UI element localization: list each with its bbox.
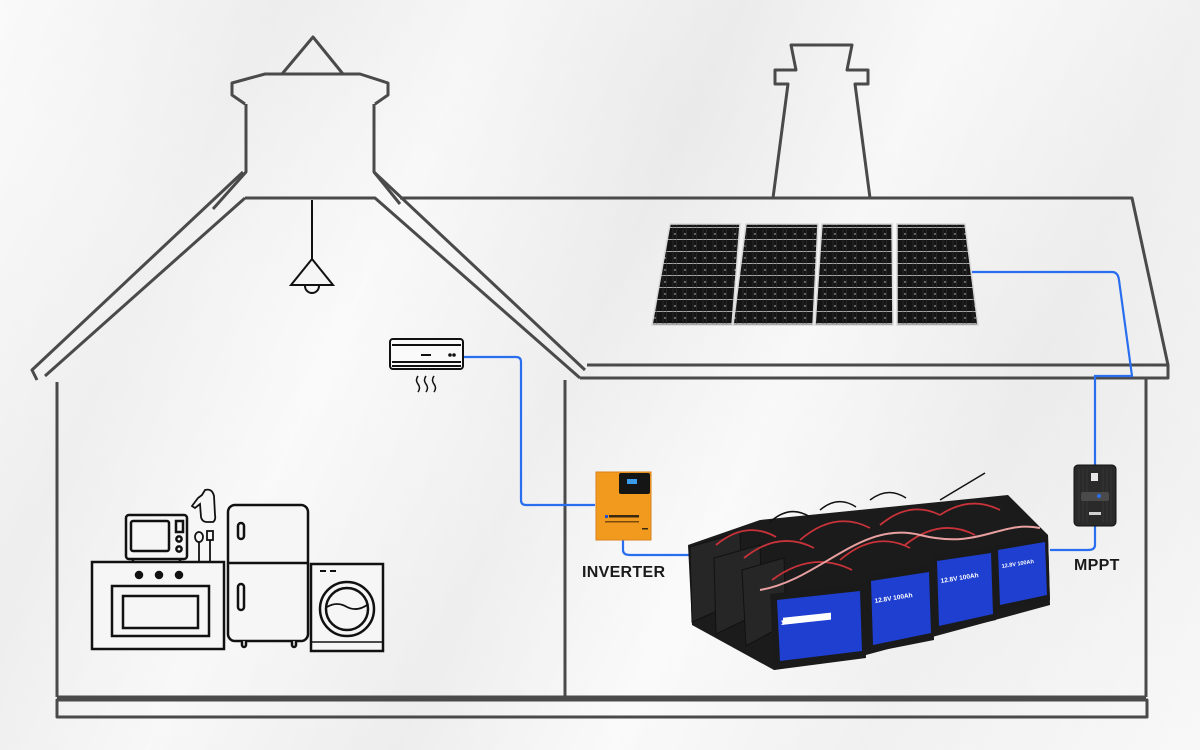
solar-panel [732,223,819,326]
left-roof-outer [30,170,587,381]
oven-icon [90,560,226,651]
right-eave [580,365,1170,380]
battery-bank: 12.8V 100Ah 12.8V 100Ah 12.8V 100Ah 12.8… [688,472,1050,670]
solar-panel [896,223,979,326]
foundation [55,698,1149,719]
ceiling-light-icon [288,200,336,294]
washing-machine-icon [309,562,385,653]
wire-mppt-to-battery [1050,525,1097,552]
cupola-body [211,104,402,210]
right-roof [400,196,1170,367]
cupola-roof [230,72,390,106]
inverter-device [595,471,652,541]
solar-array [651,223,979,326]
battery [866,565,934,653]
solar-panel [651,223,741,326]
left-roof-inner [44,196,581,380]
battery [770,584,866,670]
utensils-icon [194,530,214,561]
wire-inverter-to-ac [464,355,595,507]
battery [994,535,1050,612]
mppt-label: MPPT [1074,557,1120,574]
chimney [771,43,872,199]
appliances [90,488,385,653]
solar-panel [814,223,894,326]
house-outline [30,35,1170,719]
refrigerator-icon [226,503,310,649]
oven-mitt-icon [190,488,217,523]
air-conditioner-icon [389,338,464,393]
wire-panels-to-mppt [972,270,1134,465]
mppt-device [1073,464,1117,527]
battery-label: 12.8V 100Ah [1001,559,1035,570]
wiring [464,270,1134,557]
wire-battery-to-inverter [621,540,690,557]
battery [932,547,996,634]
cupola-spire [280,35,345,75]
microwave-icon [124,513,189,562]
battery-label: 12.8V 100Ah [780,615,819,627]
inverter-label: INVERTER [582,564,666,581]
